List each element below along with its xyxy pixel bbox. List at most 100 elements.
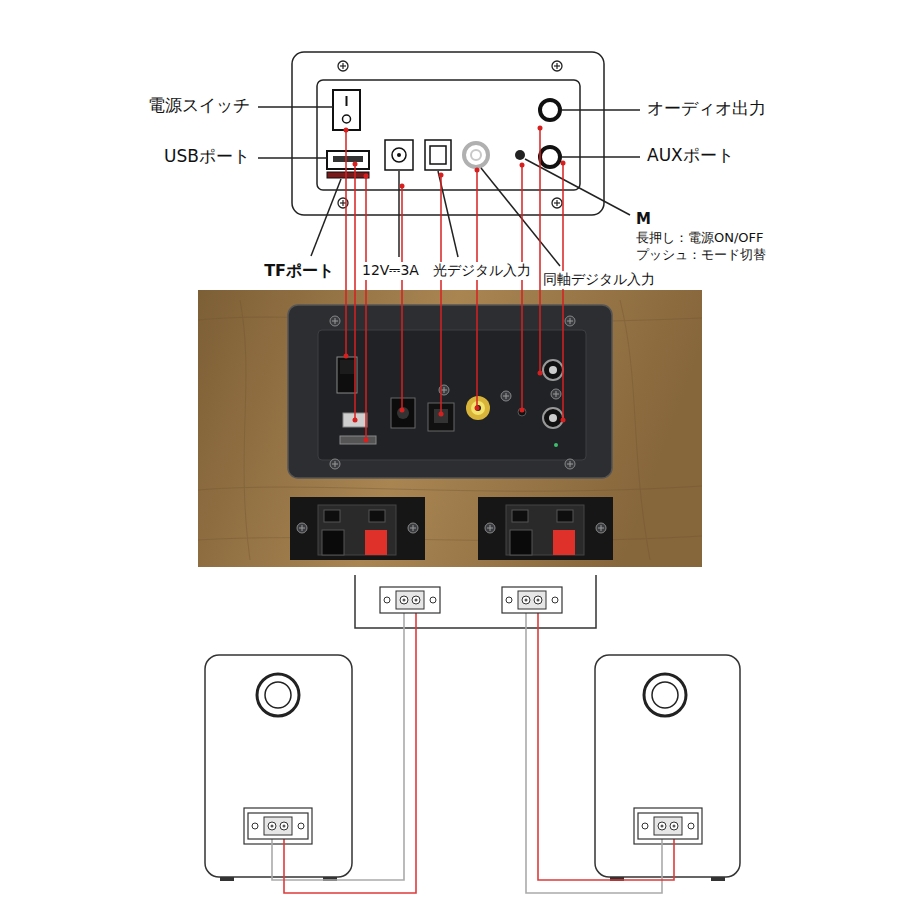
usb-port-symbol: [327, 151, 369, 169]
port-label: 電源スイッチ: [146, 95, 252, 116]
red-dot: [353, 418, 358, 423]
panel-screw: [551, 389, 561, 399]
tweeter-inner: [265, 682, 291, 708]
terminal-dot: [283, 825, 286, 828]
terminal-screw: [408, 523, 418, 533]
red-dot: [538, 371, 543, 376]
photo-jack-center: [549, 414, 557, 422]
port-label: 同軸デジタル入力: [541, 271, 657, 289]
terminal-screw: [596, 523, 606, 533]
red-dot: [364, 174, 369, 179]
photo-led: [554, 443, 558, 447]
red-dot: [364, 438, 369, 443]
speaker-foot: [220, 877, 234, 881]
red-dot: [400, 184, 405, 189]
red-terminal-button: [553, 530, 575, 555]
leader-line: [562, 156, 640, 158]
red-guide-line: [562, 163, 564, 420]
terminal-dot: [403, 599, 406, 602]
dc-jack-hole: [392, 148, 406, 162]
panel-screw: [501, 391, 511, 401]
button-note: 長押し：電源ON/OFF: [634, 230, 766, 246]
photo-aux-jack: [543, 408, 563, 428]
red-guide-line: [401, 186, 403, 410]
terminal-face: [318, 505, 396, 555]
mode-button-symbol: [515, 150, 525, 160]
speaker-terminal-icon: [638, 813, 698, 839]
red-dot: [439, 173, 444, 178]
leader-line: [258, 106, 333, 108]
terminal-screw: [485, 523, 495, 533]
tf-slot-symbol: [327, 172, 369, 178]
aux-jack-symbol: [540, 147, 560, 167]
amp-terminal-icon: [502, 587, 562, 613]
red-dot: [475, 406, 480, 411]
switch-off-mark: [343, 115, 351, 123]
dc-jack-symbol: [385, 140, 413, 170]
terminal-hole: [369, 510, 385, 522]
black-terminal-button: [322, 530, 344, 555]
red-dot: [520, 163, 525, 168]
wood-grain: [198, 486, 702, 491]
leader-line: [258, 157, 327, 159]
terminal-dot: [525, 599, 528, 602]
power-switch-symbol: [333, 90, 360, 130]
red-dot: [344, 128, 349, 133]
photo-audio-out-jack: [543, 360, 563, 380]
right-speaker: [595, 655, 740, 877]
photo-coaxial-port: [466, 396, 490, 420]
leader-line: [311, 179, 341, 256]
photo-coaxial-pin: [475, 405, 481, 411]
leader-line: [562, 109, 640, 111]
coaxial-port-inner: [471, 150, 481, 160]
button-note: プッシュ：モード切替: [634, 247, 768, 263]
usb-tongue: [333, 156, 363, 162]
port-label: AUXポート: [645, 145, 736, 166]
port-label: オーディオ出力: [645, 98, 768, 119]
red-dot: [561, 161, 566, 166]
wood-grain: [198, 536, 702, 541]
photo-dc-jack: [391, 398, 415, 428]
grey-speaker-wire: [526, 604, 662, 893]
red-guide-line: [476, 170, 478, 408]
leader-line: [481, 168, 560, 266]
switch-on-mark: [346, 96, 348, 106]
red-guide-line: [440, 175, 442, 414]
optical-port-inner: [430, 146, 446, 164]
red-dot: [538, 126, 543, 131]
terminal-dot: [415, 599, 418, 602]
power-rating-label: 12V⎓3A: [360, 262, 421, 280]
leader-line: [398, 171, 400, 257]
terminal-dot: [661, 825, 664, 828]
terminal-hole: [512, 510, 528, 522]
panel-screw: [565, 459, 575, 469]
screw: [552, 61, 562, 71]
red-terminal-button: [365, 530, 387, 555]
terminal-face: [506, 505, 584, 555]
terminal-dot: [673, 825, 676, 828]
photo-tf-slot: [340, 436, 376, 444]
photo-switch-rocker: [340, 360, 354, 374]
coaxial-port-symbol: [464, 143, 488, 167]
dc-jack-pin: [397, 153, 401, 157]
terminal-dot: [271, 825, 274, 828]
photo-coaxial-ring: [471, 401, 485, 415]
tweeter: [257, 674, 299, 716]
optical-port-symbol: [425, 140, 451, 170]
wood-cabinet: [198, 290, 702, 567]
wood-grain: [240, 300, 250, 560]
port-label: USBポート: [162, 146, 252, 167]
rear-panel-inner: [318, 330, 586, 460]
red-dot: [520, 408, 525, 413]
red-dot: [439, 412, 444, 417]
panel-screw: [565, 316, 575, 326]
button-label: M: [634, 210, 653, 229]
amp-terminal-icon: [380, 587, 440, 613]
wood-grain: [620, 300, 650, 560]
photo-mode-button: [518, 408, 526, 416]
screw: [338, 61, 348, 71]
panel-screw: [330, 459, 340, 469]
port-label: 光デジタル入力: [431, 262, 533, 280]
red-guide-line: [539, 128, 541, 373]
